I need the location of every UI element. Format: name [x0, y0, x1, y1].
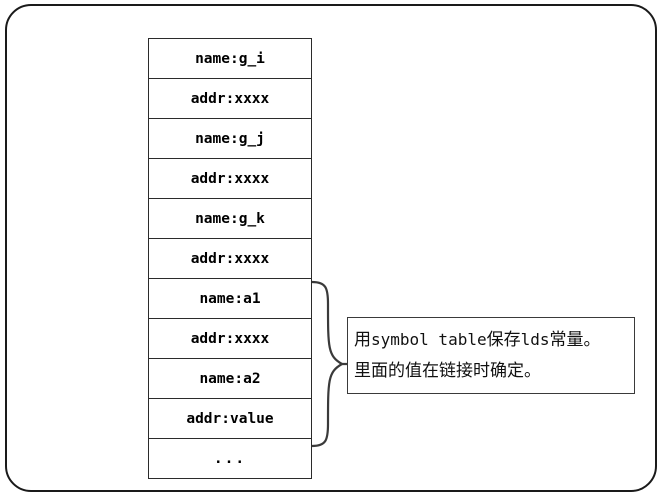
symbol-table: name:g_i addr:xxxx name:g_j addr:xxxx na…	[148, 38, 312, 479]
annotation-line-1: 用symbol table保存lds常量。	[354, 324, 634, 356]
annotation-line1-mono2: lds	[520, 330, 550, 349]
table-row: addr:xxxx	[149, 319, 311, 359]
annotation-line1-mono: symbol table	[371, 330, 487, 349]
table-row: name:a1	[149, 279, 311, 319]
table-row: addr:xxxx	[149, 239, 311, 279]
table-row: ...	[149, 439, 311, 479]
table-row: name:g_k	[149, 199, 311, 239]
table-row: name:g_j	[149, 119, 311, 159]
table-row: addr:xxxx	[149, 79, 311, 119]
annotation-line1-prefix: 用	[354, 330, 371, 350]
table-row: addr:value	[149, 399, 311, 439]
table-row: name:a2	[149, 359, 311, 399]
table-row: addr:xxxx	[149, 159, 311, 199]
rounded-outer-frame	[5, 4, 657, 492]
annotation-line1-suffix: 常量。	[549, 330, 601, 350]
table-row: name:g_i	[149, 39, 311, 79]
annotation-callout-box: 用symbol table保存lds常量。 里面的值在链接时确定。	[347, 317, 635, 394]
annotation-line1-mid: 保存	[486, 330, 521, 350]
annotation-line-2: 里面的值在链接时确定。	[354, 361, 541, 381]
